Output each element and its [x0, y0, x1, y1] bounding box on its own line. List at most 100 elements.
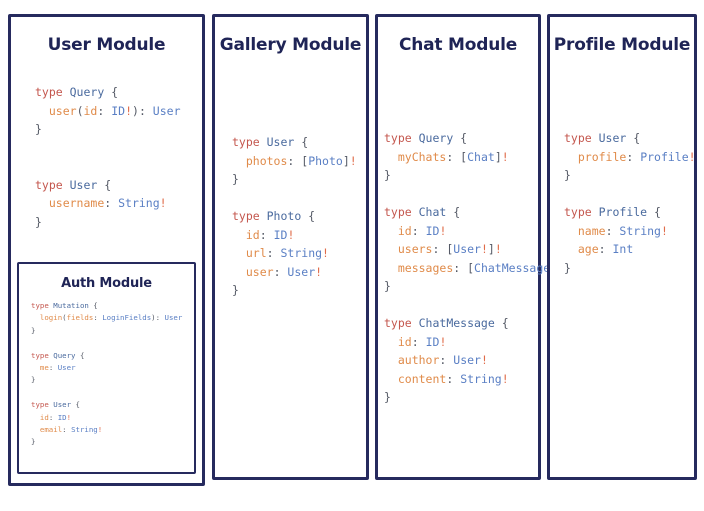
code-token-bang: ! [322, 246, 329, 260]
code-token-pun: { [626, 131, 641, 145]
module-panel-chat[interactable]: Chat Module type Query { myChats: [Chat]… [375, 14, 564, 480]
code-token-kw: type [564, 205, 599, 219]
code-token-ret: ID [111, 103, 126, 118]
code-token-pun: : [ [453, 260, 475, 275]
code-token-ret: LoginFields [102, 313, 152, 323]
code-token-bang: ! [439, 223, 447, 238]
code-token-ret: ChatMessage [474, 260, 551, 275]
code-token-tn: Profile [598, 205, 648, 219]
code-line: } [564, 259, 696, 278]
code-token-tn: User [69, 177, 98, 192]
code-token-ret: Photo [308, 153, 343, 168]
code-token-pun: { [75, 350, 85, 360]
code-line: } [564, 166, 696, 185]
code-token-pun [31, 413, 40, 422]
code-token-ret: User [453, 242, 481, 256]
code-token-bang: ! [494, 242, 502, 256]
code-token-pun: ( [62, 313, 67, 323]
code-line: type Query { [31, 350, 182, 362]
code-token-pun: } [564, 260, 571, 275]
schema-code-user: type Query { user(id: ID!): User}type Us… [35, 83, 181, 231]
code-token-pun: } [35, 214, 42, 229]
code-token-ret: User [453, 353, 481, 367]
code-token-ret: ID [425, 334, 440, 349]
schema-code-chat: type Query { myChats: [Chat]!}type Chat … [384, 129, 564, 407]
code-token-tn: Query [418, 131, 454, 145]
code-token-bang: ! [660, 223, 668, 238]
code-line: name: String! [564, 222, 696, 241]
code-token-pun: } [31, 375, 36, 385]
code-token-pun [384, 372, 398, 386]
code-line: photos: [Photo]! [232, 152, 357, 171]
code-token-pun: ): [151, 313, 165, 323]
code-token-pun: : [411, 223, 426, 238]
code-token-pun: : [ [446, 149, 468, 164]
code-token-kw: type [384, 131, 419, 145]
code-token-bang: ! [688, 149, 696, 164]
module-title-auth: Auth Module [61, 276, 152, 291]
code-token-ret: User [287, 264, 316, 279]
code-token-pun [384, 353, 398, 367]
code-token-tn: User [266, 135, 295, 149]
code-token-fld: id [397, 223, 412, 238]
code-token-pun [31, 313, 40, 322]
code-line: } [35, 213, 181, 232]
code-token-tn: Query [53, 350, 76, 360]
code-line: } [384, 277, 564, 296]
code-token-pun: { [97, 177, 112, 192]
code-line: type Profile { [564, 203, 696, 222]
code-token-pun: } [31, 437, 36, 447]
code-token-pun: : [266, 246, 281, 260]
module-panel-user[interactable]: User Module type Query { user(id: ID!): … [8, 14, 205, 486]
module-title-user: User Module [47, 35, 166, 55]
code-token-kw: type [232, 209, 267, 223]
module-panel-auth[interactable]: Auth Module type Mutation { login(fields… [17, 262, 196, 474]
code-token-bang: ! [439, 334, 447, 349]
code-token-pun [232, 228, 246, 242]
code-token-pun: ] [494, 149, 502, 164]
code-token-fld: age [577, 242, 599, 256]
code-token-fld: photos [245, 153, 288, 168]
code-token-fld: myChats [397, 149, 447, 164]
code-token-tn: Chat [418, 205, 447, 219]
code-line: user(id: ID!): User [35, 102, 181, 121]
code-token-pun [384, 335, 398, 349]
code-line: } [31, 436, 182, 448]
code-token-pun [384, 224, 398, 238]
code-token-pun: : [48, 412, 58, 422]
code-line: login(fields: LoginFields): User [31, 312, 182, 324]
module-panel-profile[interactable]: Profile Module type User { profile: Prof… [547, 14, 697, 480]
code-token-pun: : [605, 223, 620, 238]
code-token-pun [31, 425, 40, 434]
code-token-ret: Chat [467, 149, 495, 164]
code-token-ret: String [71, 425, 98, 435]
code-blank-line [31, 337, 182, 349]
code-line: users: [User!]! [384, 240, 564, 259]
code-token-pun: { [446, 205, 461, 219]
code-token-kw: type [564, 131, 599, 145]
code-line: content: String! [384, 370, 564, 389]
schema-code-gallery: type User { photos: [Photo]!}type Photo … [232, 133, 357, 300]
code-token-tn: Query [69, 85, 105, 99]
code-token-pun: : [598, 242, 613, 256]
code-token-pun [31, 363, 40, 372]
code-token-pun [232, 265, 246, 279]
code-line: author: User! [384, 351, 564, 370]
code-line: } [384, 166, 564, 185]
code-token-fld: username [48, 196, 105, 210]
code-token-pun: : [439, 353, 454, 367]
code-token-bang: ! [287, 227, 295, 242]
code-token-fld: content [397, 371, 447, 386]
code-blank-line [384, 185, 564, 204]
code-token-kw: type [35, 177, 70, 192]
code-blank-line [564, 185, 696, 204]
code-token-ret: String [619, 223, 661, 238]
code-token-pun: ): [132, 103, 153, 118]
code-line: user: User! [232, 263, 357, 282]
code-token-kw: type [384, 316, 419, 330]
code-line: id: ID! [384, 222, 564, 241]
code-token-pun: } [564, 168, 571, 182]
code-token-fld: user [48, 103, 77, 118]
module-title-gallery: Gallery Module [219, 35, 362, 55]
module-panel-gallery[interactable]: Gallery Module type User { photos: [Phot… [212, 14, 369, 480]
